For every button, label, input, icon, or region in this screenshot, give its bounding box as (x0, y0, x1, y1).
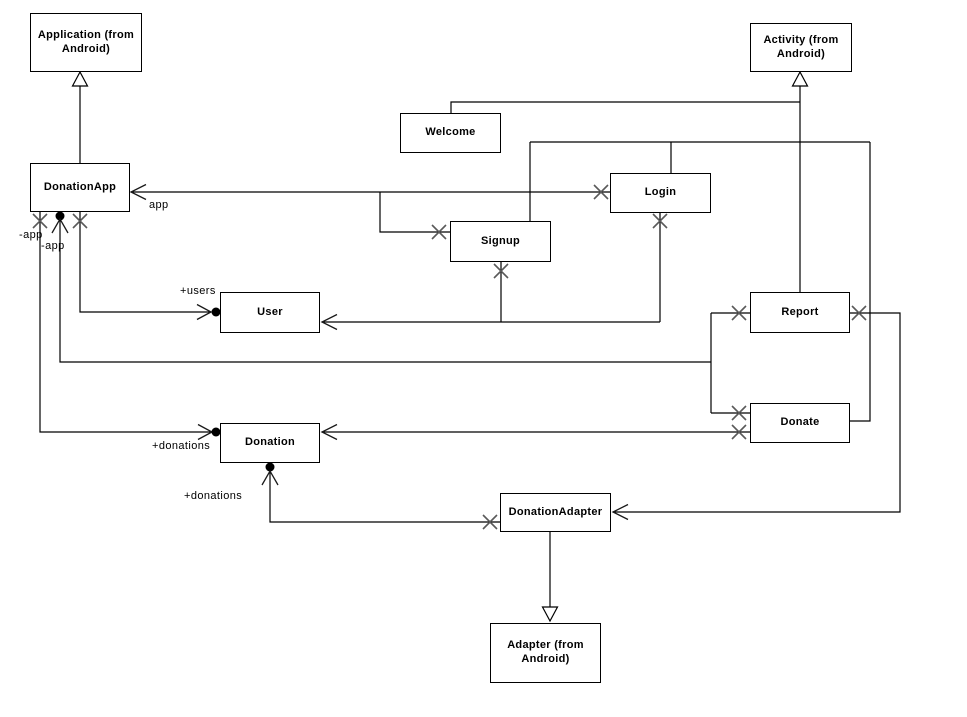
association-donationapp-donation (32, 212, 221, 441)
class-login: Login (610, 173, 711, 213)
association-report-donationadapter (611, 305, 901, 521)
class-donationapp: DonationApp (30, 163, 130, 212)
containment-dot-icon (55, 211, 65, 221)
class-label: DonationAdapter (508, 505, 603, 518)
role-label-minus-app-2: -app (41, 240, 65, 252)
x-marker-icon (493, 263, 509, 279)
association-donationapp-user (72, 212, 221, 321)
class-label: Application (from Android) (37, 28, 135, 55)
inheritance-triangle-icon (71, 70, 89, 87)
association-donate-donation (320, 423, 750, 441)
x-marker-icon (482, 514, 498, 530)
class-donation: Donation (220, 423, 320, 463)
x-marker-icon (431, 224, 447, 240)
x-marker-icon (851, 305, 867, 321)
role-label-plus-donations-1: +donations (152, 440, 211, 452)
class-adapter: Adapter (from Android) (490, 623, 601, 683)
class-welcome: Welcome (400, 113, 501, 153)
association-donationadapter-donation (261, 462, 500, 530)
class-label: Report (781, 305, 819, 318)
containment-dot-icon (265, 462, 275, 472)
role-label-minus-app-1: -app (19, 229, 43, 241)
association-login-signup-donationapp (129, 183, 610, 240)
generalization-to-activity (450, 70, 871, 422)
association-branch-signup (379, 192, 450, 233)
association-line (39, 212, 212, 433)
class-label: Login (644, 186, 677, 199)
class-user: User (220, 292, 320, 333)
class-label: Welcome (425, 126, 476, 139)
association-line (613, 312, 901, 513)
open-arrow-icon (51, 217, 69, 234)
x-marker-icon (593, 184, 609, 200)
class-label: Activity (from Android) (763, 33, 839, 60)
class-application: Application (from Android) (30, 13, 142, 72)
class-report: Report (750, 292, 850, 333)
x-marker-icon (731, 305, 747, 321)
class-donate: Donate (750, 403, 850, 443)
class-signup: Signup (450, 221, 551, 262)
x-marker-icon (72, 213, 88, 229)
role-label-plus-donations-2: +donations (184, 490, 243, 502)
open-arrow-icon (129, 183, 147, 201)
x-marker-icon (731, 405, 747, 421)
association-line (79, 212, 211, 313)
inheritance-triangle-icon (541, 606, 559, 623)
association-report-donate-donationapp (51, 211, 750, 421)
role-label-app: app (149, 199, 169, 211)
association-line (59, 220, 711, 363)
generalization-welcome-branch (450, 101, 800, 113)
association-login-signup-user (320, 213, 668, 331)
x-marker-icon (731, 424, 747, 440)
x-marker-icon (32, 213, 48, 229)
open-arrow-icon (196, 303, 213, 321)
x-marker-icon (652, 213, 668, 229)
containment-dot-icon (211, 307, 221, 317)
class-label: Donation (244, 436, 296, 449)
association-line (269, 471, 500, 523)
open-arrow-icon (261, 469, 279, 486)
open-arrow-icon (611, 503, 629, 521)
role-label-plus-users: +users (180, 285, 216, 297)
class-label: Donate (780, 416, 820, 429)
class-label: DonationApp (43, 180, 117, 193)
generalization-donationadapter-adapter (541, 532, 559, 623)
class-label: Signup (480, 234, 521, 247)
open-arrow-icon (320, 313, 338, 331)
generalization-donate-branch (850, 142, 871, 422)
class-label: User (257, 305, 283, 318)
class-label: Adapter (from Android) (507, 639, 584, 665)
generalization-donationapp-application (71, 70, 89, 163)
containment-dot-icon (211, 427, 221, 437)
inheritance-triangle-icon (791, 70, 809, 87)
class-activity: Activity (from Android) (750, 23, 852, 72)
open-arrow-icon (320, 423, 338, 441)
class-donationadapter: DonationAdapter (500, 493, 611, 532)
